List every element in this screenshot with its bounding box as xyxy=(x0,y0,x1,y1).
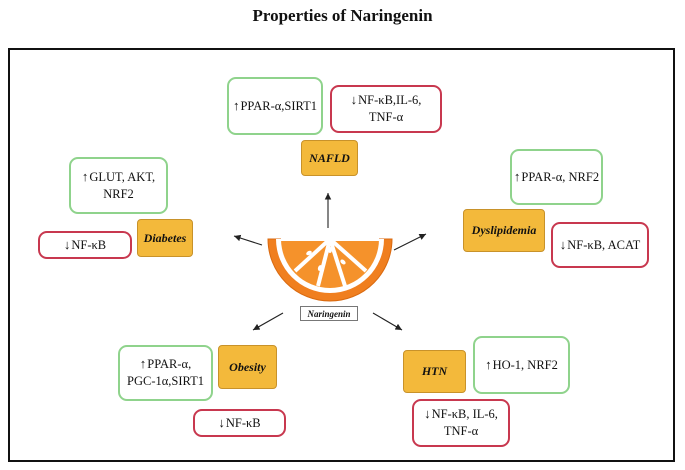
dyslipidemia-downregulated-box: ↓NF-κB, ACAT xyxy=(551,222,649,268)
obesity-upregulated-box: ↑PPAR-α,PGC-1α,SIRT1 xyxy=(118,345,213,401)
naringenin-label: Naringenin xyxy=(300,306,358,321)
nafld-downregulated-box: ↓NF-κB,IL-6,TNF-α xyxy=(330,85,442,133)
disease-nafld: NAFLD xyxy=(301,140,358,176)
diabetes-downregulated-box: ↓NF-κB xyxy=(38,231,132,259)
disease-htn: HTN xyxy=(403,350,466,393)
dyslipidemia-upregulated-box: ↑PPAR-α, NRF2 xyxy=(510,149,603,205)
orange-slice-icon xyxy=(267,237,393,302)
htn-upregulated-box: ↑HO-1, NRF2 xyxy=(473,336,570,394)
obesity-downregulated-box: ↓NF-κB xyxy=(193,409,286,437)
page-title: Properties of Naringenin xyxy=(252,6,433,25)
disease-diabetes: Diabetes xyxy=(137,219,193,257)
arrow-to-dyslipidemia xyxy=(393,233,427,251)
diagram-frame xyxy=(8,48,675,462)
arrow-to-diabetes xyxy=(233,234,263,246)
htn-downregulated-box: ↓NF-κB, IL-6,TNF-α xyxy=(412,399,510,447)
disease-obesity: Obesity xyxy=(218,345,277,389)
arrow-to-obesity xyxy=(252,312,284,331)
disease-dyslipidemia: Dyslipidemia xyxy=(463,209,545,252)
nafld-upregulated-box: ↑PPAR-α,SIRT1 xyxy=(227,77,323,135)
diabetes-upregulated-box: ↑GLUT, AKT,NRF2 xyxy=(69,157,168,214)
arrow-to-htn xyxy=(372,312,403,331)
